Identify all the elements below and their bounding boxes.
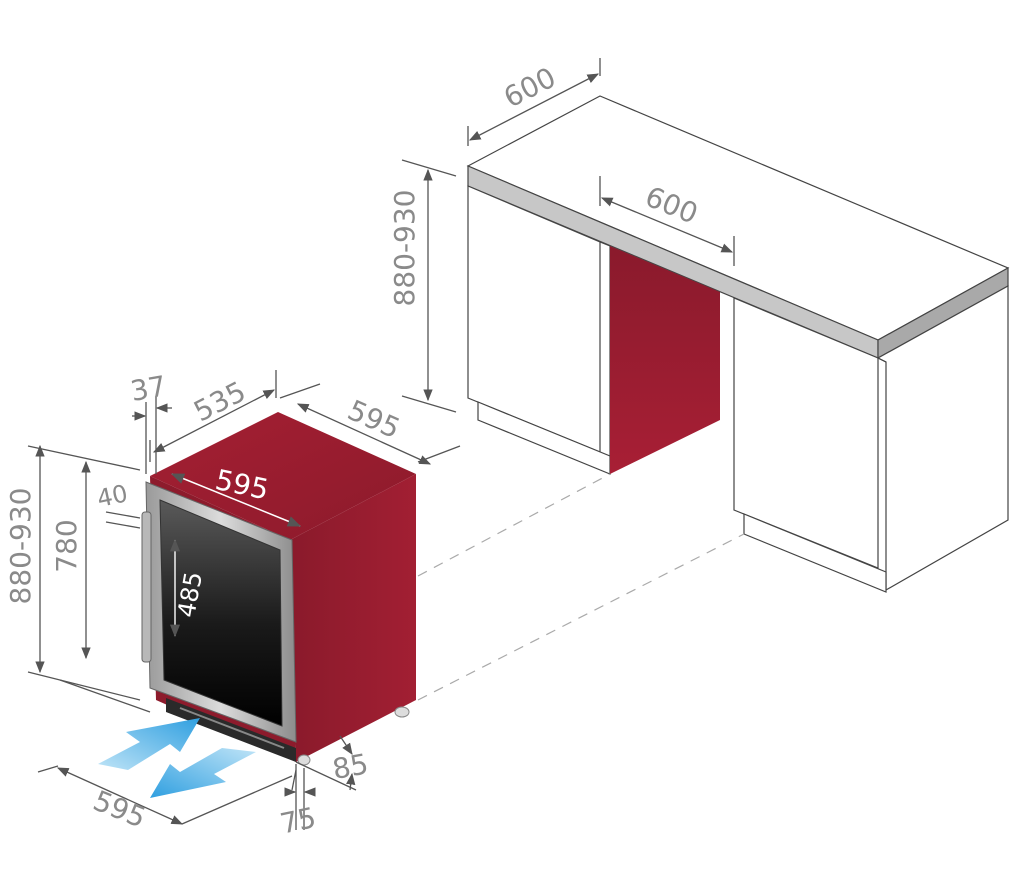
label-plinth-height: 75 bbox=[277, 801, 319, 841]
right-cabinet-front bbox=[733, 297, 879, 569]
label-floor-width: 595 bbox=[89, 784, 151, 835]
airflow-in-arrow-icon bbox=[98, 718, 200, 770]
label-door-offset-top: 37 bbox=[128, 369, 169, 408]
label-unit-height: 780 bbox=[50, 519, 83, 572]
label-counter-height: 880-930 bbox=[388, 190, 421, 307]
label-unit-depth: 535 bbox=[188, 375, 251, 429]
cooler-foot bbox=[297, 754, 311, 766]
cooler-foot bbox=[394, 706, 410, 718]
dimension-lines bbox=[27, 58, 735, 830]
kitchen-counter bbox=[466, 95, 1010, 593]
door-handle[interactable] bbox=[141, 511, 152, 663]
right-cabinet-plinth bbox=[743, 513, 887, 593]
label-handle-offset: 40 bbox=[94, 479, 130, 513]
cooler-door-glass bbox=[159, 499, 283, 727]
cooler-vent bbox=[166, 698, 296, 762]
cooler-side bbox=[290, 474, 416, 762]
guide-lines bbox=[417, 473, 745, 701]
niche-back-wall bbox=[610, 246, 720, 474]
label-plinth-depth: 85 bbox=[330, 747, 371, 786]
label-unit-height-range: 880-930 bbox=[4, 488, 37, 605]
airflow-out-arrow-icon bbox=[150, 748, 256, 798]
label-counter-depth: 600 bbox=[498, 61, 561, 115]
label-unit-side-width: 595 bbox=[343, 393, 405, 445]
